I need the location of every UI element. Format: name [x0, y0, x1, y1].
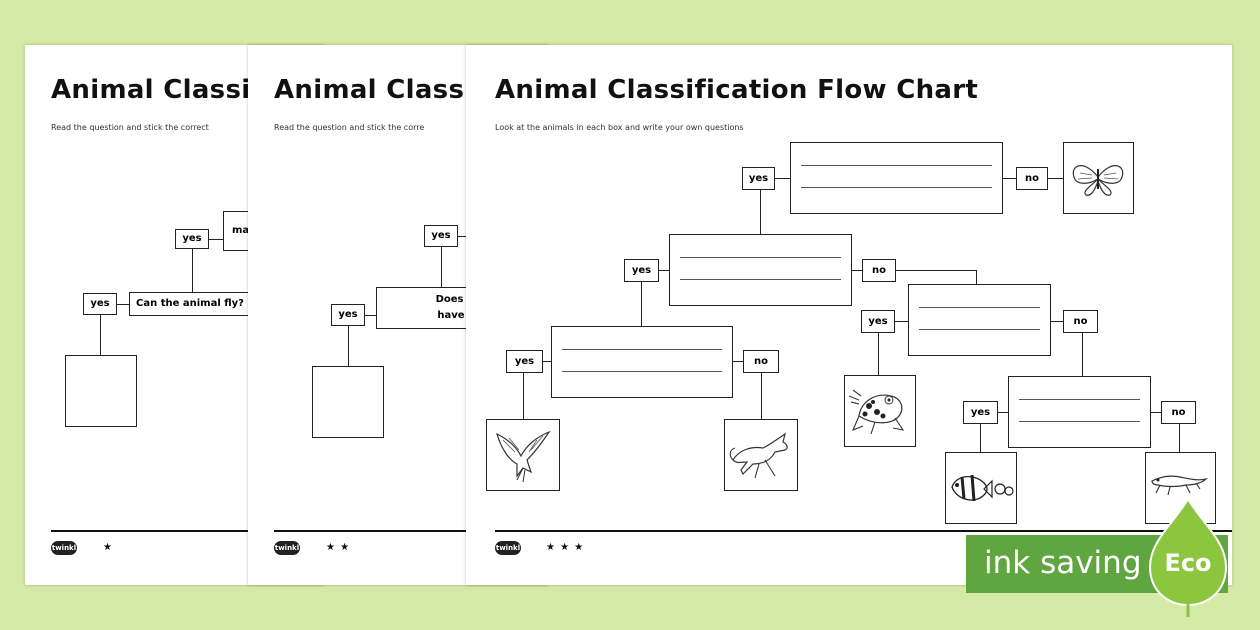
twinkl-logo: twinkl: [51, 541, 77, 555]
ink-saving-label: ink saving: [984, 545, 1142, 581]
yes-label: yes: [624, 259, 659, 282]
frog-box: [844, 375, 916, 447]
question-box-5[interactable]: [1008, 376, 1151, 448]
question-box-3[interactable]: [908, 284, 1051, 356]
page-title: Animal Classification Flow Chart: [495, 75, 979, 105]
fox-icon: [729, 432, 788, 479]
page-instructions: Read the question and stick the corre: [274, 123, 425, 132]
butterfly-icon: [1072, 165, 1124, 196]
footer-line: [495, 530, 1232, 532]
yes-label: yes: [331, 304, 365, 326]
page-instructions: Look at the animals in each box and writ…: [495, 123, 744, 132]
sticker-box: [312, 366, 384, 438]
footer-line: [274, 530, 548, 532]
yes-label: yes: [506, 350, 543, 373]
fish-icon: [951, 474, 1014, 502]
yes-label: yes: [861, 310, 895, 333]
eagle-box: [486, 419, 560, 491]
lizard-icon: [1151, 475, 1208, 496]
no-label: no: [743, 350, 779, 373]
yes-label: yes: [963, 401, 998, 424]
worksheet-page-3: Animal Classification Flow Chart Look at…: [466, 45, 1232, 585]
eco-label: Eco: [1164, 549, 1211, 577]
question-box-1[interactable]: [790, 142, 1003, 214]
frog-icon: [848, 389, 905, 435]
page-title: Animal Classif: [274, 75, 486, 105]
eco-leaf-icon: Eco: [1148, 497, 1228, 617]
difficulty-stars: ★ ★ ★: [546, 542, 585, 553]
yes-label: yes: [83, 293, 117, 315]
page-title: Animal Classif: [51, 75, 263, 105]
yes-label: yes: [175, 229, 209, 249]
fish-box: [945, 452, 1017, 524]
no-label: no: [862, 259, 896, 282]
no-label: no: [1161, 401, 1196, 424]
fox-box: [724, 419, 798, 491]
yes-label: yes: [742, 167, 775, 190]
footer-line: [51, 530, 325, 532]
no-label: no: [1063, 310, 1098, 333]
butterfly-box: [1063, 142, 1134, 214]
twinkl-logo: twinkl: [495, 541, 521, 555]
question-box-2[interactable]: [669, 234, 852, 306]
sticker-box: [65, 355, 137, 427]
yes-label: yes: [424, 225, 458, 247]
twinkl-logo: twinkl: [274, 541, 300, 555]
question-box-4[interactable]: [551, 326, 733, 398]
page-instructions: Read the question and stick the correct: [51, 123, 209, 132]
difficulty-stars: ★: [103, 542, 113, 553]
difficulty-stars: ★ ★: [326, 542, 351, 553]
eagle-icon: [496, 430, 551, 483]
no-label: no: [1016, 167, 1048, 190]
